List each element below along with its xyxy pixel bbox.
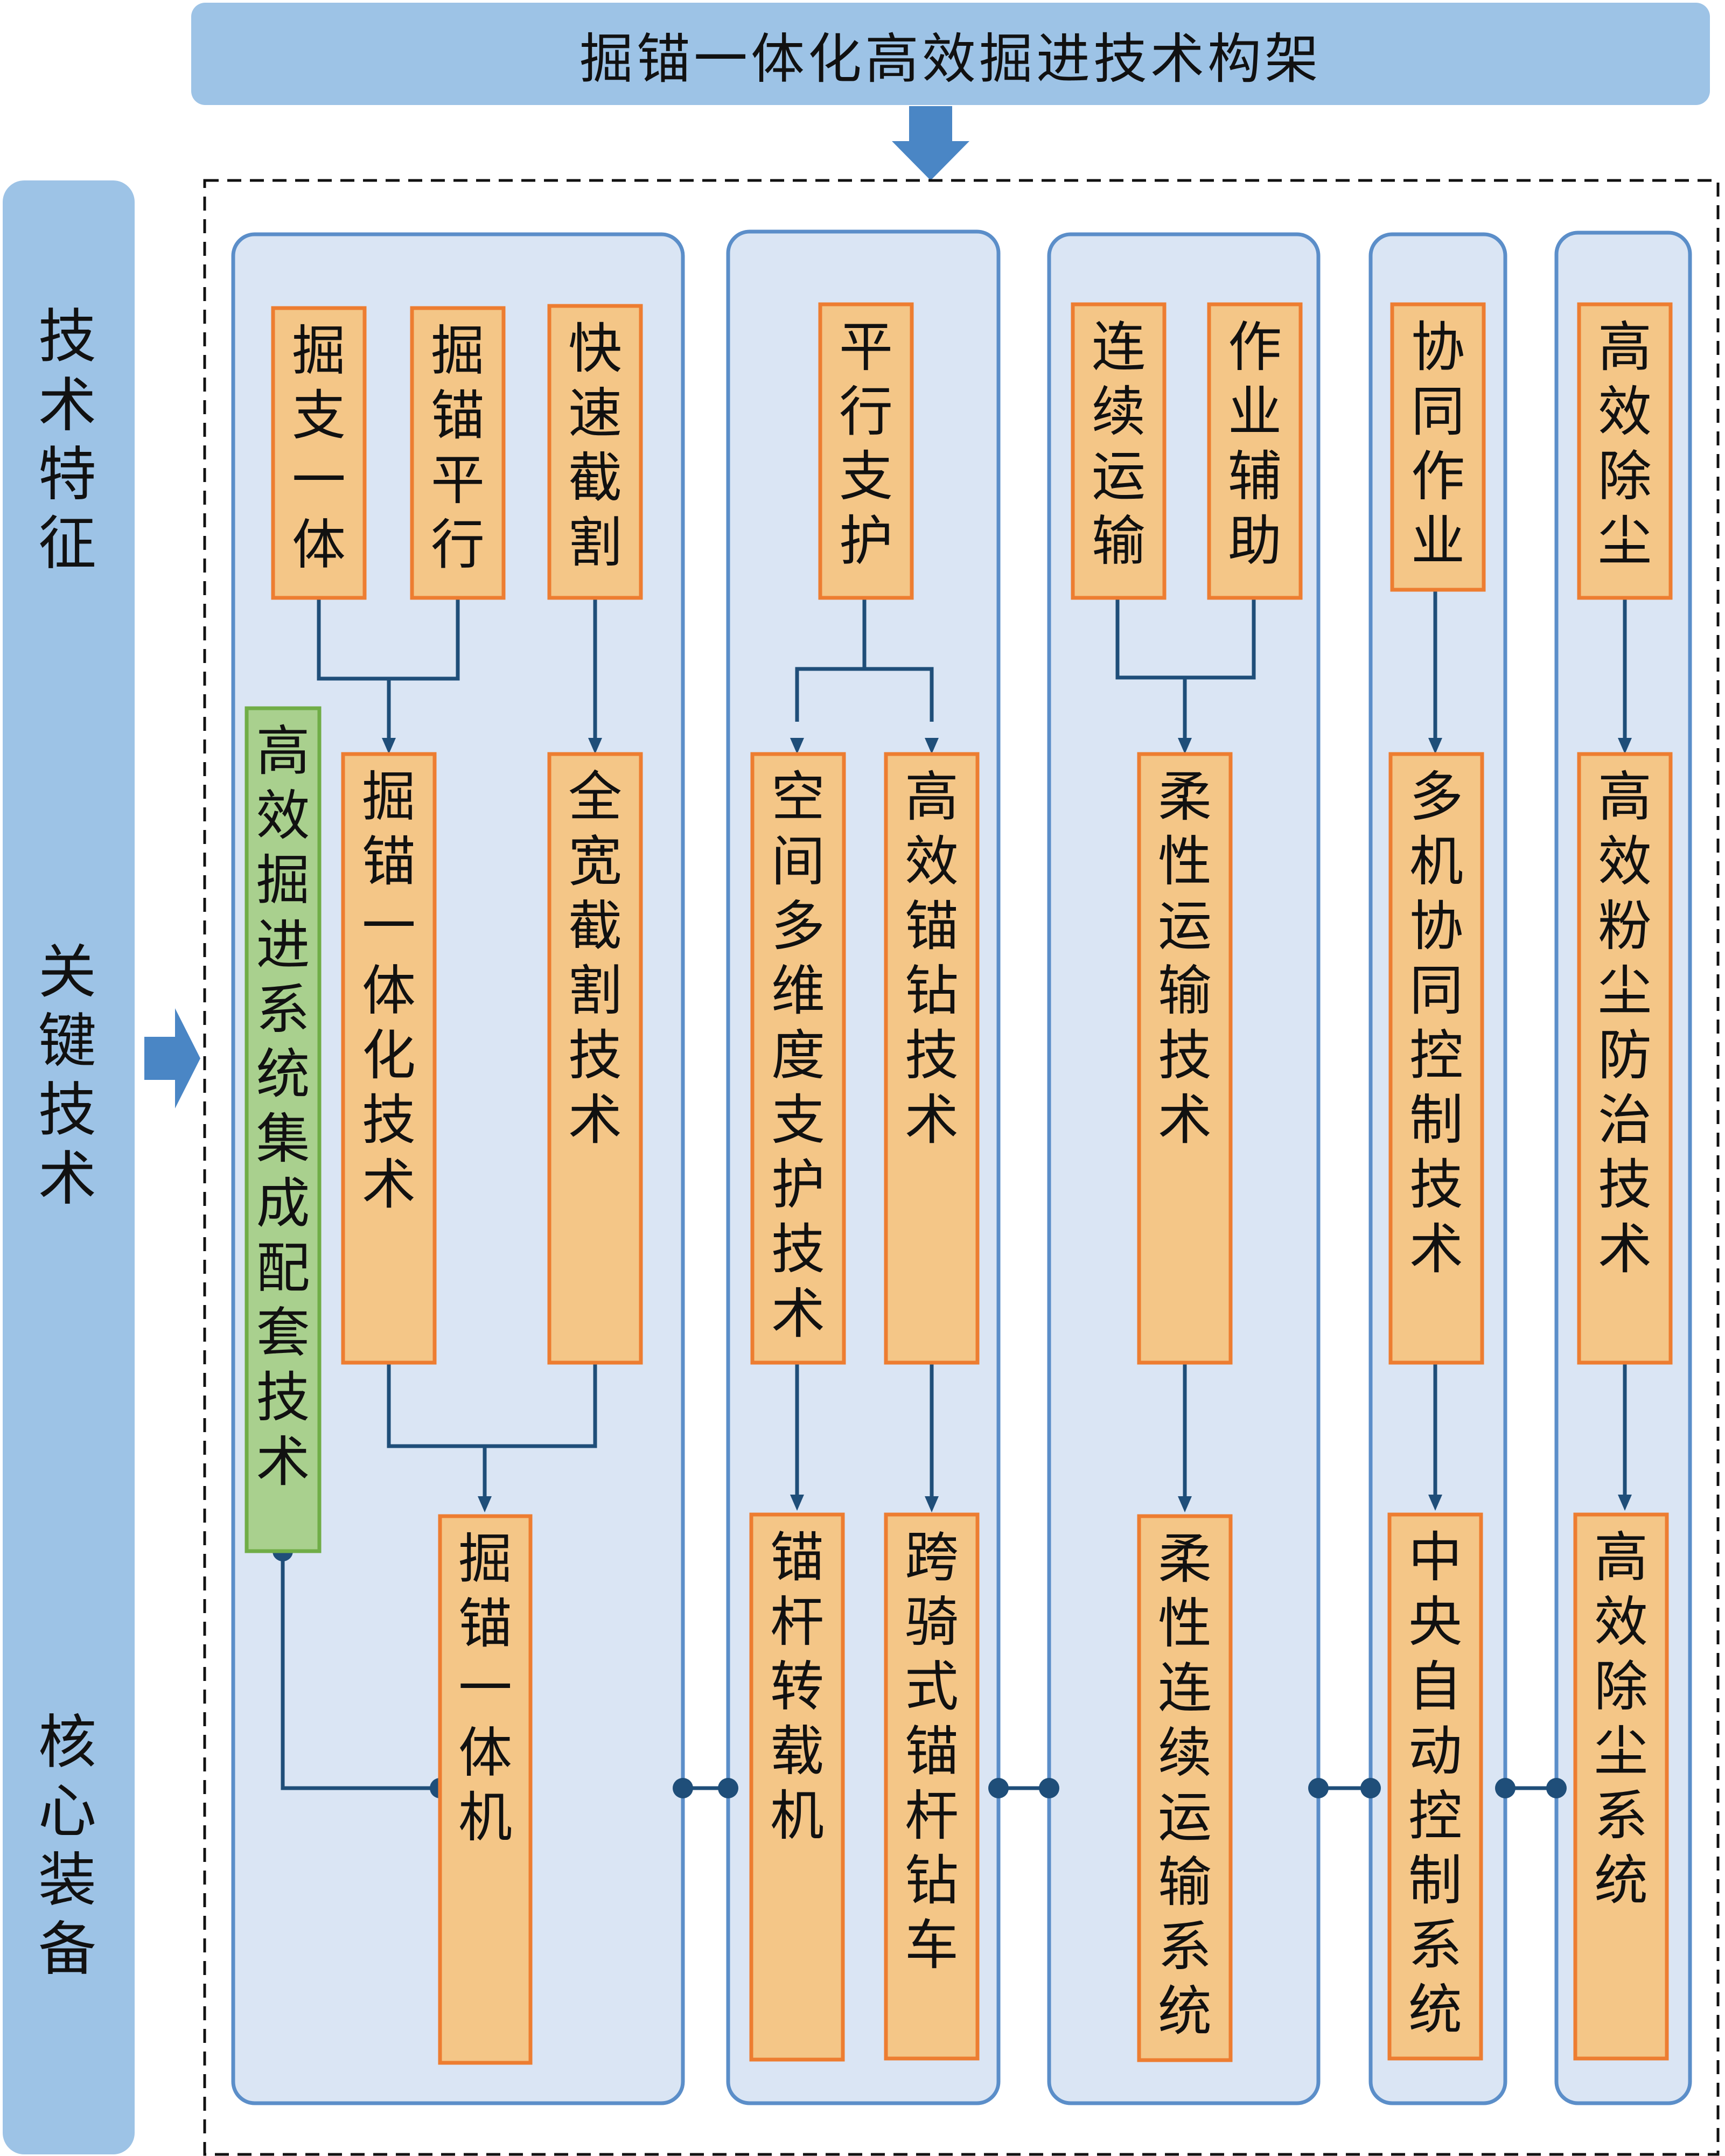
arrow-tech-2 (588, 738, 602, 754)
technique-4: 高效锚钻技术 (905, 765, 959, 1152)
equipment-1-box (438, 1514, 533, 2065)
feature-8-box (1577, 302, 1673, 600)
equipment-2-box (749, 1512, 845, 2062)
feature-7-box (1390, 302, 1486, 592)
panel-link-dot-2a (988, 1778, 1009, 1798)
row-label-3: 核心装备 (38, 1709, 96, 1983)
feature-3: 快速截割 (568, 317, 622, 574)
panel-link-dot-3b (1360, 1778, 1381, 1798)
feature-7: 协同作业 (1411, 316, 1465, 573)
left-sidebar (3, 180, 135, 2154)
equipment-5-box (1387, 1512, 1483, 2061)
technique-6-box (1388, 752, 1484, 1365)
panel-1 (231, 232, 685, 2105)
arrow-equip-4 (1178, 1496, 1192, 1512)
equipment-6: 高效除尘系统 (1594, 1526, 1648, 1912)
connector-integration (281, 1551, 440, 1790)
arrow-equip-5 (1428, 1495, 1442, 1511)
integration-technique-box (245, 706, 322, 1553)
title-banner (191, 3, 1710, 105)
panel-link-dot-2b (1039, 1778, 1059, 1798)
arrow-tech-5 (1178, 738, 1192, 754)
connector-tech-1-2 (387, 1363, 597, 1448)
technique-6: 多机协同控制技术 (1409, 765, 1463, 1281)
technique-1: 掘锚一体化技术 (362, 765, 416, 1216)
equipment-3-box (884, 1512, 980, 2061)
arrow-tech-3 (790, 738, 804, 754)
diagram-title: 掘锚一体化高效掘进技术构架 (579, 27, 1322, 90)
equipment-5: 中央自动控制系统 (1408, 1526, 1462, 2041)
arrow-equip-1 (478, 1496, 492, 1512)
row-label-1: 技术特征 (38, 303, 96, 577)
arrow-tech-6 (1428, 738, 1442, 754)
arrow-tech-4 (925, 738, 939, 754)
technique-3-box (750, 752, 846, 1365)
feature-2-box (410, 306, 506, 600)
panel-link-dot-3a (1308, 1778, 1329, 1798)
panel-link-dot-4a (1495, 1778, 1516, 1798)
equipment-4: 柔性连续运输系统 (1158, 1527, 1212, 2043)
technique-3: 空间多维度支护技术 (771, 765, 825, 1345)
technique-7-box (1577, 752, 1673, 1365)
technique-2: 全宽截割技术 (568, 765, 622, 1152)
feature-1-box (271, 306, 367, 600)
down-arrow (892, 106, 969, 180)
feature-1: 掘支一体 (292, 319, 346, 576)
panel-link-dot-4b (1546, 1778, 1567, 1798)
panel-link-dot-1b (718, 1778, 738, 1798)
equipment-1: 掘锚一体机 (458, 1527, 512, 1849)
technique-5: 柔性运输技术 (1158, 765, 1212, 1152)
feature-5: 连续运输 (1092, 316, 1146, 573)
feature-3-box (547, 304, 643, 600)
equipment-4-box (1137, 1514, 1233, 2062)
arrow-tech-1 (382, 738, 396, 754)
row-label-2: 关键技术 (38, 939, 96, 1213)
connector-split-4 (795, 667, 934, 722)
feature-4-box (818, 302, 914, 600)
feature-2: 掘锚平行 (431, 319, 485, 576)
technique-2-box (547, 752, 643, 1365)
feature-5-box (1071, 302, 1167, 600)
arrow-equip-2 (790, 1495, 804, 1511)
feature-6-box (1207, 302, 1303, 600)
technique-7: 高效粉尘防治技术 (1598, 765, 1652, 1281)
technique-1-box (341, 752, 437, 1365)
feature-6: 作业辅助 (1228, 316, 1282, 573)
equipment-2: 锚杆转载机 (770, 1526, 824, 1847)
technique-5-box (1137, 752, 1233, 1365)
feature-8: 高效除尘 (1598, 316, 1652, 573)
integration-technique: 高效掘进系统集成配套技术 (256, 720, 310, 1494)
arrow-tech-7 (1618, 738, 1632, 754)
arrow-equip-6 (1618, 1495, 1632, 1511)
feature-4: 平行支护 (839, 316, 893, 573)
technique-4-box (884, 752, 980, 1365)
equipment-6-box (1573, 1512, 1669, 2061)
panel-link-dot-1a (673, 1778, 693, 1798)
equipment-3: 跨骑式锚杆钻车 (905, 1526, 959, 1977)
dashed-frame (203, 179, 1720, 2156)
arrow-equip-3 (925, 1496, 939, 1512)
right-arrow (144, 1008, 200, 1108)
